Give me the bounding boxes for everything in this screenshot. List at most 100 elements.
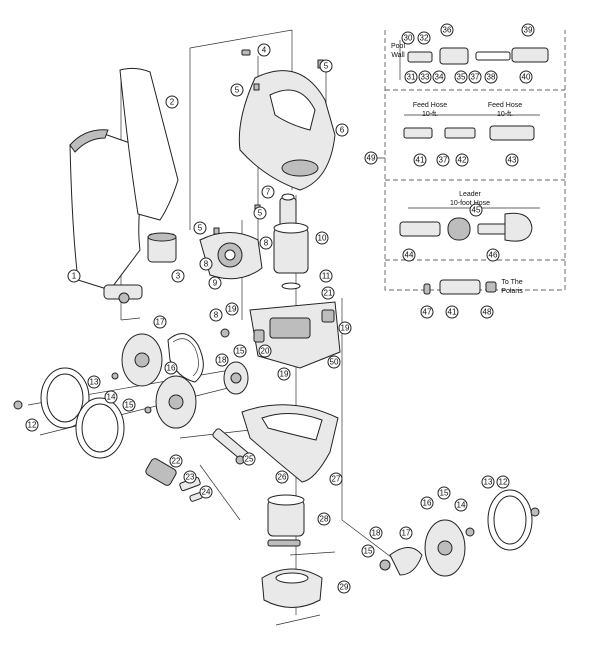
callout-11: 11 — [319, 269, 333, 283]
callout-39: 39 — [521, 23, 535, 37]
callout-27: 27 — [329, 472, 343, 486]
callout-28: 28 — [317, 512, 331, 526]
svg-text:18: 18 — [372, 529, 381, 538]
wheel-assembly-left — [13, 328, 249, 459]
svg-text:5: 5 — [198, 224, 203, 233]
lower-body — [261, 494, 323, 608]
feed-hose-label-1a: Feed Hose — [413, 102, 447, 109]
svg-text:10: 10 — [318, 234, 327, 243]
callout-47: 47 — [420, 305, 434, 319]
svg-text:20: 20 — [261, 347, 270, 356]
callout-13b: 13 — [481, 475, 495, 489]
svg-text:6: 6 — [340, 126, 345, 135]
callout-16a: 16 — [164, 361, 178, 375]
svg-text:13: 13 — [90, 378, 99, 387]
svg-text:28: 28 — [320, 515, 329, 524]
svg-text:46: 46 — [489, 251, 498, 260]
svg-text:12: 12 — [499, 478, 508, 487]
callout-5a: 5 — [319, 59, 333, 73]
callout-8a: 8 — [259, 236, 273, 250]
svg-text:40: 40 — [522, 73, 531, 82]
callout-2: 2 — [165, 95, 179, 109]
svg-text:14: 14 — [107, 393, 116, 402]
svg-text:19: 19 — [228, 305, 237, 314]
svg-text:34: 34 — [435, 73, 444, 82]
callout-35: 35 — [454, 70, 468, 84]
svg-text:26: 26 — [278, 473, 287, 482]
svg-text:1: 1 — [72, 272, 77, 281]
svg-text:15: 15 — [440, 489, 449, 498]
inset-labels: Pool Wall Feed Hose 10-ft. Feed Hose 10-… — [391, 43, 523, 295]
svg-text:43: 43 — [508, 156, 517, 165]
svg-text:17: 17 — [402, 529, 411, 538]
svg-text:4: 4 — [262, 46, 267, 55]
svg-text:25: 25 — [245, 455, 254, 464]
water-column — [273, 193, 309, 290]
callout-4: 4 — [257, 43, 271, 57]
callout-15: 15 — [233, 344, 247, 358]
svg-text:37: 37 — [471, 73, 480, 82]
callout-23: 23 — [183, 470, 197, 484]
callout-37b: 37 — [436, 153, 450, 167]
svg-text:49: 49 — [367, 154, 376, 163]
svg-text:16: 16 — [167, 364, 176, 373]
leader-label-2: 10-foot Hose — [450, 200, 490, 207]
feed-hose-label-2b: 10-ft. — [497, 111, 513, 118]
feed-hose-label-1b: 10-ft. — [422, 111, 438, 118]
svg-text:5: 5 — [324, 62, 329, 71]
callout-18: 18 — [215, 353, 229, 367]
svg-text:39: 39 — [524, 26, 533, 35]
svg-text:15: 15 — [364, 547, 373, 556]
pool-wall-label-1: Pool — [391, 43, 405, 50]
svg-text:42: 42 — [458, 156, 467, 165]
wheel-assembly-right — [379, 489, 540, 577]
callout-33: 33 — [418, 70, 432, 84]
callout-48: 48 — [480, 305, 494, 319]
bottom-shroud — [241, 404, 339, 483]
callout-8c: 8 — [209, 308, 223, 322]
callout-40: 40 — [519, 70, 533, 84]
callout-14b: 14 — [454, 498, 468, 512]
callout-34: 34 — [432, 70, 446, 84]
callout-17: 17 — [153, 315, 167, 329]
callout-41: 41 — [413, 153, 427, 167]
svg-text:23: 23 — [186, 473, 195, 482]
svg-text:11: 11 — [322, 272, 331, 281]
callout-25: 25 — [242, 452, 256, 466]
svg-text:22: 22 — [172, 457, 181, 466]
svg-text:31: 31 — [407, 73, 416, 82]
callout-29: 29 — [337, 580, 351, 594]
svg-text:8: 8 — [214, 311, 219, 320]
callout-14: 14 — [104, 390, 118, 404]
callout-30: 30 — [401, 31, 415, 45]
callout-46: 46 — [486, 248, 500, 262]
top-cover — [238, 70, 336, 191]
callout-7: 7 — [261, 185, 275, 199]
chassis — [249, 301, 341, 369]
svg-text:38: 38 — [487, 73, 496, 82]
callout-50: 50 — [327, 355, 341, 369]
svg-text:18: 18 — [218, 356, 227, 365]
svg-text:47: 47 — [423, 308, 432, 317]
to-polaris-label-1: To The — [501, 279, 522, 286]
callout-15c: 15 — [361, 544, 375, 558]
callout-13: 13 — [87, 375, 101, 389]
svg-text:5: 5 — [258, 209, 263, 218]
svg-text:48: 48 — [483, 308, 492, 317]
callout-31: 31 — [404, 70, 418, 84]
feed-hose-label-2a: Feed Hose — [488, 102, 522, 109]
svg-text:19: 19 — [280, 370, 289, 379]
debris-bag-back — [119, 67, 179, 263]
pool-wall-label-2: Wall — [391, 52, 405, 59]
callout-1: 1 — [67, 269, 81, 283]
callout-5d: 5 — [193, 221, 207, 235]
svg-text:13: 13 — [484, 478, 493, 487]
svg-text:12: 12 — [28, 421, 37, 430]
svg-text:2: 2 — [170, 98, 175, 107]
svg-text:5: 5 — [235, 86, 240, 95]
svg-text:35: 35 — [457, 73, 466, 82]
svg-text:33: 33 — [421, 73, 430, 82]
svg-text:32: 32 — [420, 34, 429, 43]
svg-text:41: 41 — [416, 156, 425, 165]
svg-text:15: 15 — [125, 401, 134, 410]
